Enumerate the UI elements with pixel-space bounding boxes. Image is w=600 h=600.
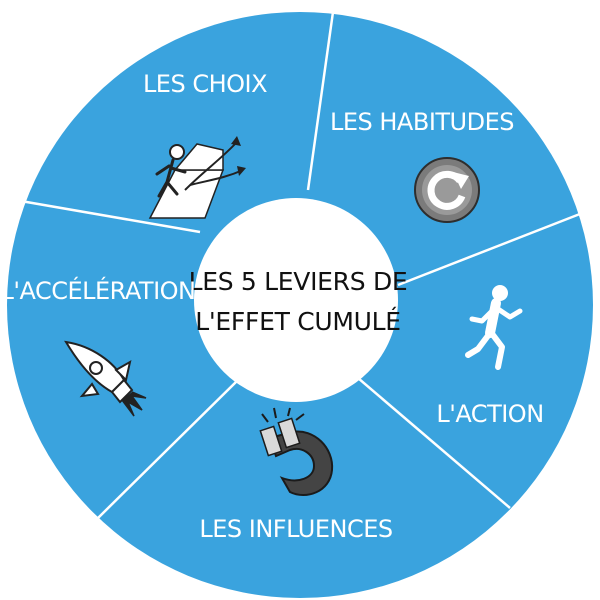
center-title-line-2: L'EFFET CUMULÉ <box>195 307 401 336</box>
divider-influences-acceleration <box>97 379 239 519</box>
branching-paths-person-icon <box>148 136 246 219</box>
center-circle <box>194 198 398 402</box>
horseshoe-magnet-icon <box>259 407 334 496</box>
segment-dividers <box>14 11 586 519</box>
segment-label-acceleration: L'ACCÉLÉRATION <box>0 276 195 305</box>
segment-label-habitudes: LES HABITUDES <box>330 108 514 136</box>
segment-label-influences: LES INFLUENCES <box>199 515 392 543</box>
divider-acceleration-choix <box>14 198 201 234</box>
segment-label-action: L'ACTION <box>436 400 543 428</box>
divider-habitudes-action <box>397 210 586 287</box>
center-title-line-1: LES 5 LEVIERS DE <box>189 267 408 296</box>
refresh-cycle-icon <box>414 157 480 223</box>
segment-label-choix: LES CHOIX <box>143 70 267 98</box>
rocket-icon <box>64 340 147 417</box>
divider-action-influences <box>357 377 511 509</box>
divider-choix-habitudes <box>306 11 335 191</box>
running-person-icon <box>465 285 523 370</box>
